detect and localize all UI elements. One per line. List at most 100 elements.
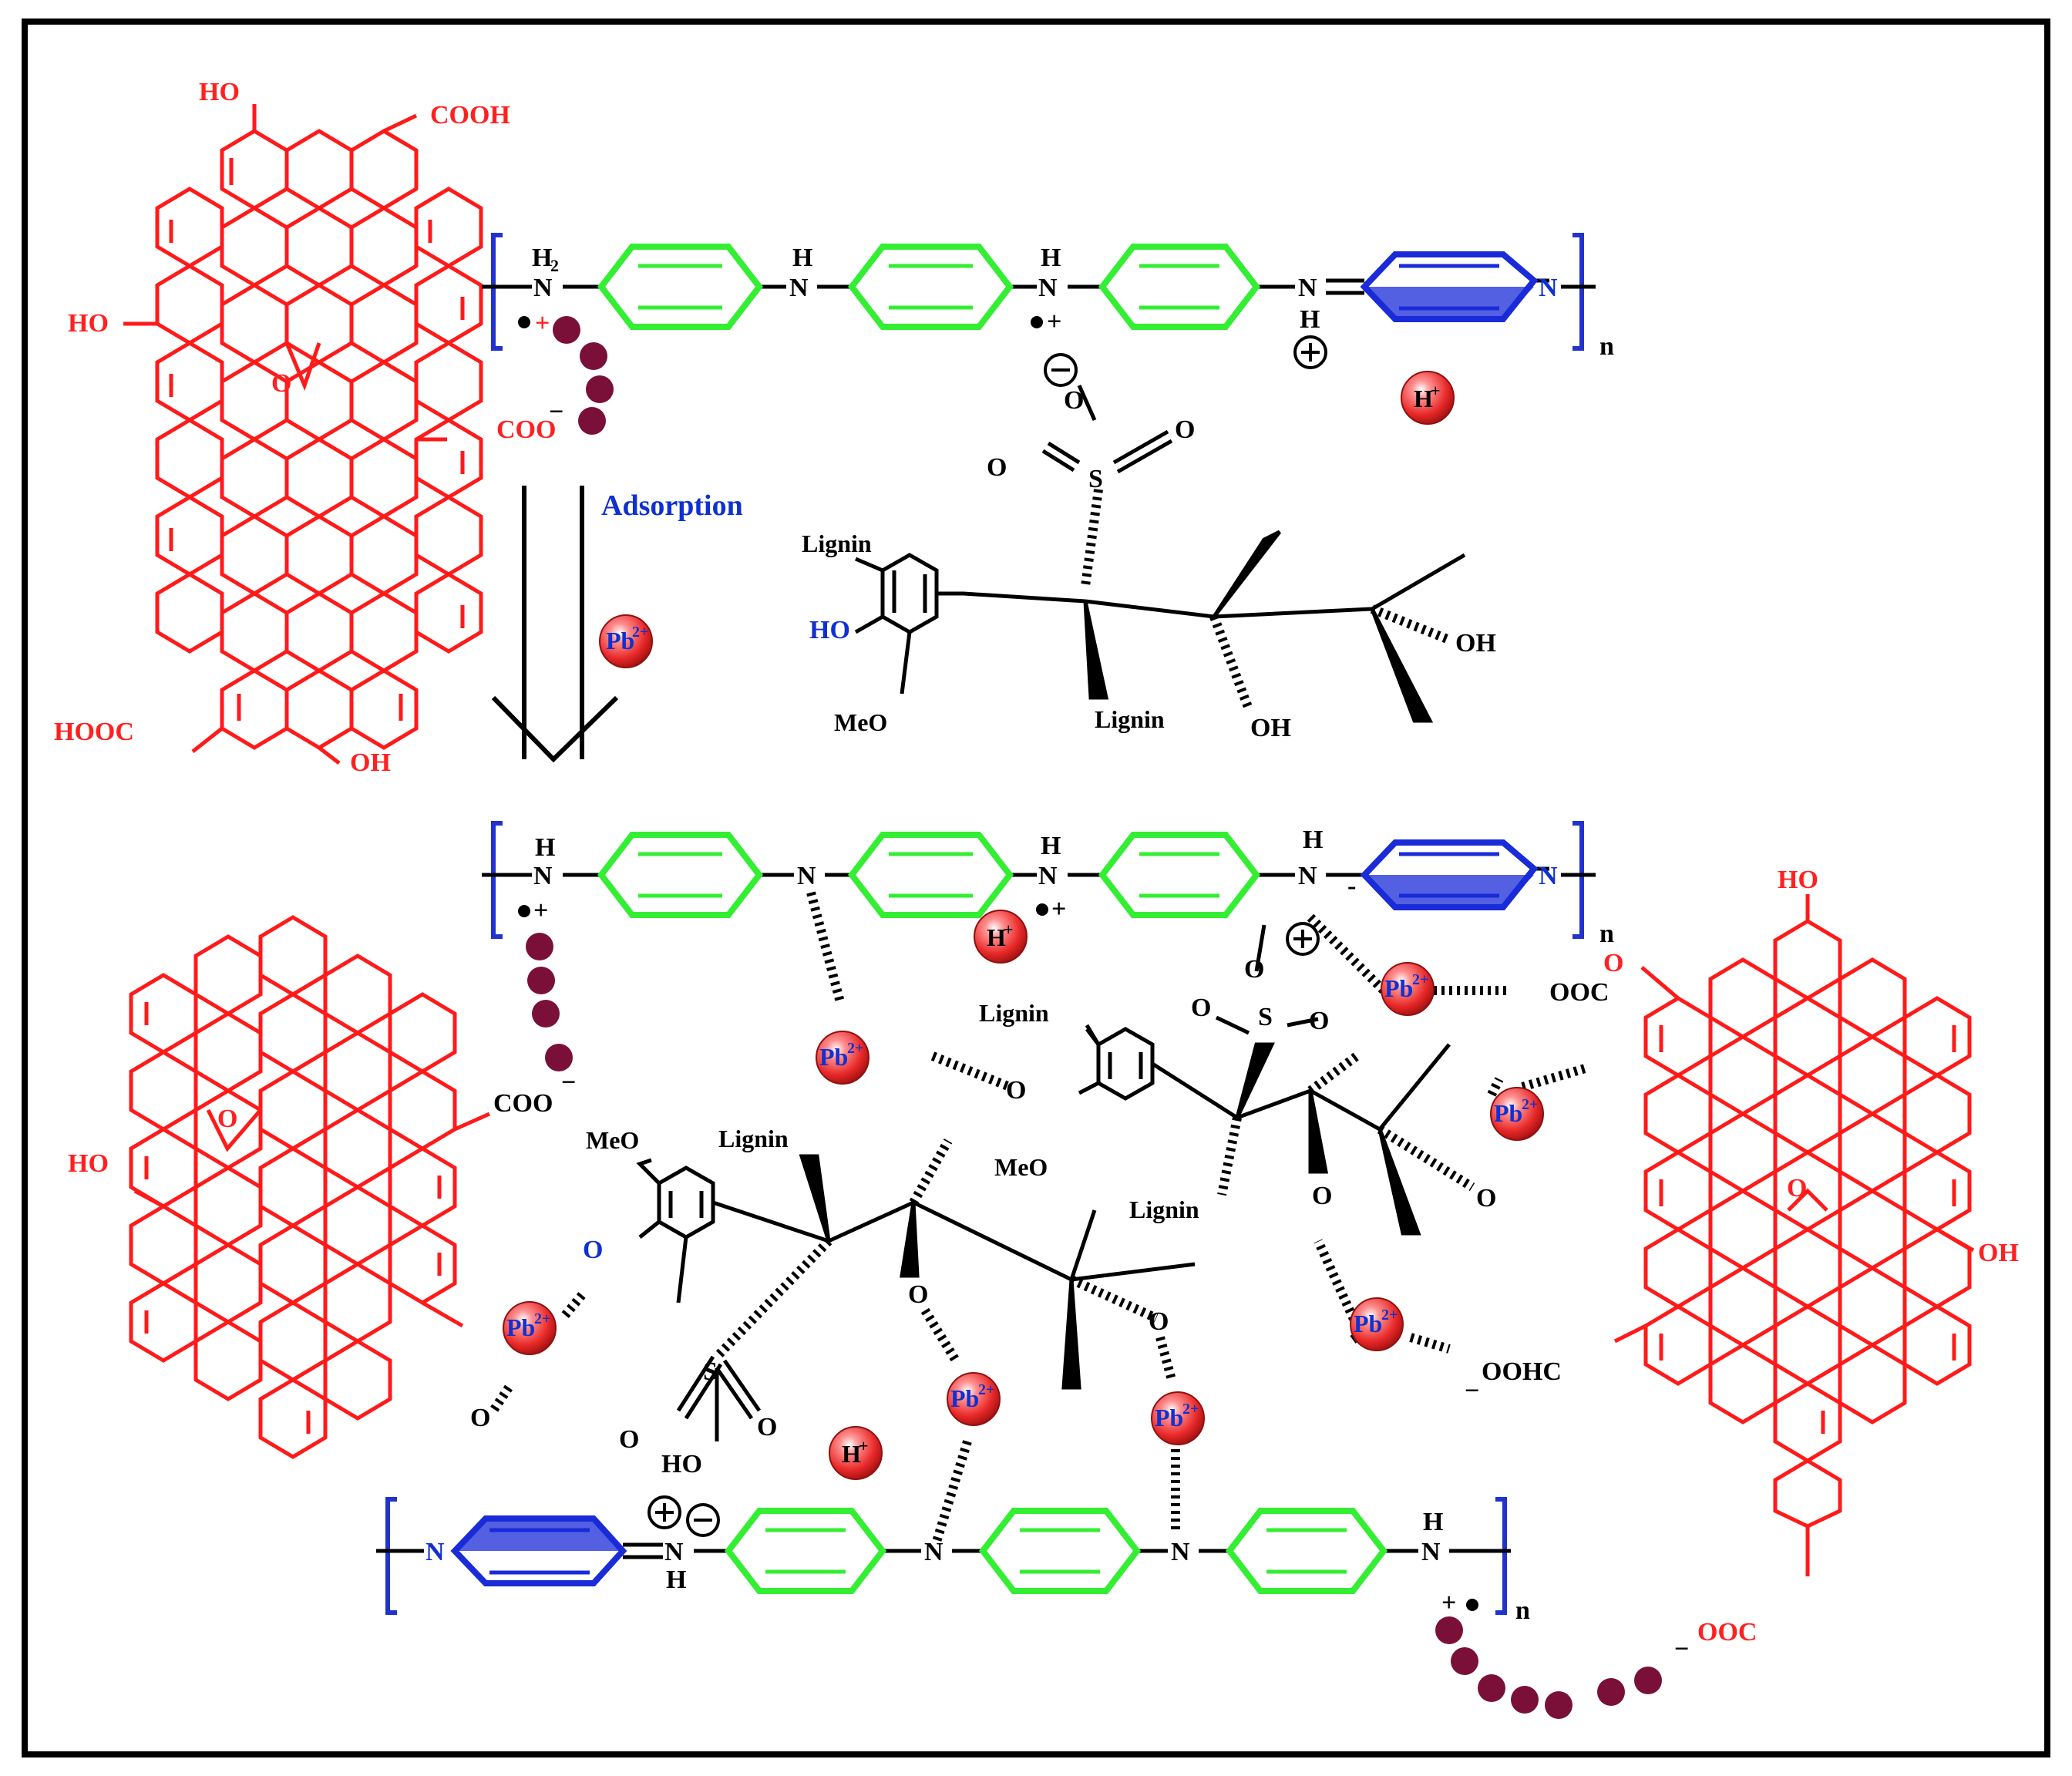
graphene-oxide-bottom-right (1613, 894, 1975, 1576)
label-lignin-top: Lignin (802, 530, 872, 557)
plus-circle-icon (1286, 922, 1320, 956)
polymer-bead-chain-top (553, 316, 614, 435)
label-lignin-c: Lignin (718, 1125, 789, 1152)
label-h2: H (532, 244, 552, 272)
lignin-network-bottom (489, 891, 1589, 1543)
svg-text:2+: 2+ (1522, 1096, 1538, 1113)
polyaniline-top-labels: H 2 N + H N H N + N H N n (518, 244, 1614, 387)
label-oh-mid: OH (1250, 714, 1291, 742)
label-plus-dot-c: + (1441, 1589, 1456, 1617)
svg-text:2+: 2+ (1182, 1401, 1199, 1418)
lead-ion-sphere-icon: Pb 2+ (816, 1031, 870, 1085)
label-n1: N (533, 274, 553, 302)
label-o-sulfonate: O (1064, 386, 1084, 415)
label-o-sulf-left: O (1191, 994, 1211, 1022)
svg-text:Pb: Pb (1384, 974, 1413, 1002)
label-n-mid-b: N (797, 862, 816, 890)
label-meo: MeO (834, 708, 887, 736)
lead-ion-sphere-icon: Pb 2+ (503, 1301, 557, 1355)
label-o-c2: O (1149, 1307, 1169, 1336)
label-h2-sub: 2 (550, 256, 559, 275)
label-s: S (1088, 465, 1103, 493)
proton-sphere-icon: H + (974, 910, 1028, 964)
label-dot-plus-2-b: + (1051, 895, 1066, 923)
polyaniline-chain-top (482, 233, 1596, 351)
label-oh-bottom: OH (350, 748, 391, 777)
plus-circle-icon (648, 1495, 681, 1529)
plus-circle-icon (1293, 335, 1327, 369)
polyaniline-chain-middle (482, 821, 1596, 939)
polyaniline-chain-bottom (376, 1497, 1511, 1615)
label-epoxy-o-left: O (217, 1105, 237, 1133)
ion-h-charge: + (1431, 381, 1441, 400)
label-ho: HO (809, 616, 850, 644)
label-h-imine-b: H (1303, 826, 1323, 854)
label-h-mid: H (792, 244, 812, 272)
label-epoxy-o-right: O (1787, 1174, 1807, 1202)
label-bead-left-minus: − (561, 1068, 576, 1097)
graphene-left-labels: COO O HO O (68, 1089, 553, 1432)
label-o-s2-right: O (757, 1413, 777, 1441)
svg-text:+: + (859, 1436, 869, 1455)
label-oh-right: OH (1455, 629, 1496, 658)
label-coo: COO (496, 415, 556, 444)
polymer-bead-chain-right (1435, 1616, 1662, 1719)
label-o-phenol: O (1006, 1076, 1026, 1105)
ion-pb-label: Pb (606, 627, 634, 654)
label-o-s2: O (619, 1425, 639, 1454)
frame-border (22, 18, 2050, 1758)
label-h-mid2: H (1041, 244, 1061, 272)
svg-text:Pb: Pb (819, 1043, 848, 1071)
svg-text:Pb: Pb (950, 1384, 979, 1412)
label-ooc-bottom-minus: − (1674, 1635, 1689, 1663)
label-epoxy-o: O (271, 369, 291, 398)
label-coo-left: COO (493, 1089, 553, 1118)
lignin-top-labels: O O O S Lignin HO MeO Lignin OH OH (802, 386, 1496, 742)
label-o-left: O (987, 453, 1007, 482)
label-o-sulf: O (1244, 955, 1264, 984)
label-h-mid-b: H (1041, 832, 1061, 860)
label-n-mid2-c: N (1171, 1538, 1190, 1566)
label-ho-s2: HO (661, 1450, 702, 1478)
label-h-imine-c: H (666, 1566, 686, 1594)
lead-ion-sphere-icon: Pb 2+ (599, 614, 653, 668)
label-subscript-n-c: n (1515, 1596, 1530, 1625)
svg-text:Pb: Pb (1494, 1099, 1522, 1127)
label-lignin-b: Lignin (1129, 1196, 1199, 1223)
label-n-mid: N (789, 274, 809, 302)
label-n-imine: N (1298, 274, 1317, 302)
label-ho-top: HO (199, 78, 240, 106)
label-coo-minus: − (549, 398, 563, 426)
minus-circle-icon (1044, 353, 1078, 387)
lead-ion-sphere-icon: Pb 2+ (1350, 1297, 1404, 1351)
label-meo-a: MeO (994, 1153, 1048, 1181)
label-meo-b: MeO (586, 1126, 639, 1154)
lead-ion-sphere-icon: Pb 2+ (1151, 1391, 1205, 1445)
svg-text:Pb: Pb (506, 1314, 535, 1341)
label-s2: S (703, 1357, 718, 1386)
graphene-right-labels: HO O OOC O OH OOHC − OOC − (1465, 866, 2019, 1663)
graphene-oxide-bottom-left (129, 915, 491, 1459)
label-ho-left-b: HO (68, 1149, 109, 1178)
svg-text:H: H (842, 1440, 861, 1468)
label-n-imine-b: N (1298, 862, 1317, 890)
label-ho-top-right: HO (1778, 866, 1818, 894)
svg-text:2+: 2+ (978, 1381, 994, 1398)
graphene-oxide-top (123, 104, 483, 765)
svg-text:H: H (987, 923, 1006, 951)
svg-text:Pb: Pb (1354, 1310, 1382, 1337)
proton-sphere-icon: H + (1401, 371, 1455, 425)
label-h-end-c: H (1423, 1508, 1443, 1536)
label-subscript-n-b: n (1599, 920, 1614, 948)
svg-text:2+: 2+ (534, 1310, 550, 1327)
label-cooh-top: COOH (430, 101, 510, 130)
label-n-end-c: N (1421, 1538, 1441, 1566)
label-ooc-bottom: OOC (1697, 1618, 1757, 1646)
label-n-mid2-b: N (1038, 862, 1058, 890)
lignin-bottom-labels: O O O S Lignin O MeO Lignin O O MeO Lign… (583, 922, 1496, 1478)
lead-ion-sphere-icon: Pb 2+ (1490, 1087, 1544, 1141)
label-adsorption: Adsorption (601, 489, 743, 522)
label-n-end: N (1539, 274, 1558, 302)
minus-circle-icon (686, 1503, 720, 1537)
